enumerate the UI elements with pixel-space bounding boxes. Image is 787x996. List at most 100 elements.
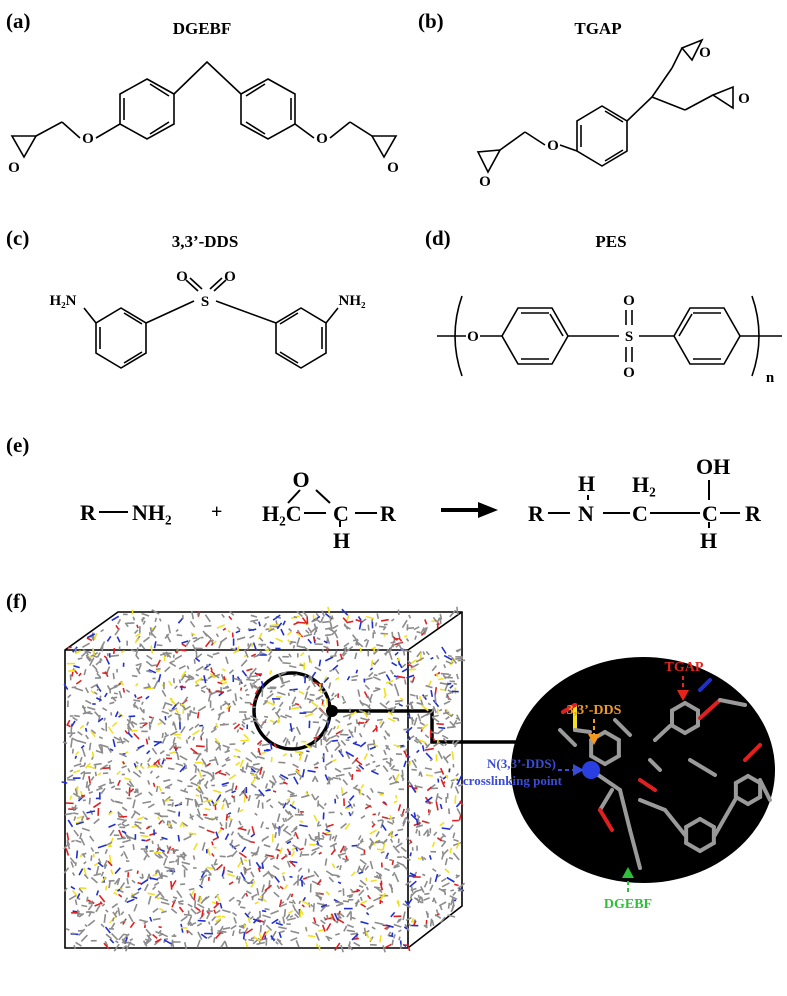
molecule-fragment	[444, 868, 450, 874]
molecule-fragment	[414, 635, 417, 640]
molecule-fragment	[380, 820, 385, 829]
molecule-fragment	[307, 638, 313, 644]
molecule-fragment	[239, 931, 245, 935]
molecule-fragment	[116, 636, 121, 643]
molecule-fragment	[205, 663, 210, 667]
molecule-fragment	[413, 897, 423, 904]
molecule-fragment	[244, 912, 250, 919]
molecule-fragment	[289, 722, 293, 732]
molecule-fragment	[449, 609, 457, 618]
molecule-fragment	[159, 932, 169, 938]
molecule-fragment	[273, 742, 278, 749]
molecule-fragment	[184, 675, 190, 679]
molecule-fragment	[457, 882, 466, 890]
inset-bond	[598, 808, 614, 832]
title-tgap: TGAP	[574, 19, 621, 38]
molecule-fragment	[459, 800, 464, 806]
molecule-fragment	[243, 858, 248, 862]
molecule-fragment	[74, 714, 80, 718]
molecule-fragment	[182, 852, 188, 857]
molecule-fragment	[85, 781, 89, 789]
molecule-fragment	[127, 732, 133, 738]
molecule-fragment	[454, 786, 460, 794]
molecule-fragment	[322, 620, 330, 624]
molecule-fragment	[268, 651, 273, 656]
molecule-fragment	[290, 937, 298, 942]
molecule-fragment	[228, 896, 235, 903]
dgebf-ring-left	[119, 78, 175, 140]
molecule-fragment	[345, 806, 350, 810]
molecule-fragment	[417, 894, 420, 899]
molecule-fragment	[349, 795, 355, 801]
molecule-fragment	[250, 783, 257, 789]
molecule-fragment	[231, 795, 235, 799]
molecule-fragment	[247, 829, 251, 835]
molecule-fragment	[343, 642, 350, 648]
molecule-fragment	[395, 795, 398, 799]
molecule-fragment	[447, 914, 456, 918]
molecule-fragment	[66, 719, 71, 726]
molecule-fragment	[113, 736, 121, 741]
molecule-fragment	[323, 802, 327, 807]
molecule-fragment	[145, 928, 152, 936]
molecule-fragment	[450, 781, 454, 789]
molecule-fragment	[387, 931, 392, 937]
molecule-fragment	[248, 938, 255, 942]
molecule-fragment	[178, 906, 184, 913]
molecule-fragment	[217, 930, 227, 933]
molecule-fragment	[355, 618, 364, 623]
molecule-fragment	[100, 727, 105, 731]
molecule-fragment	[265, 730, 271, 737]
molecule-fragment	[152, 886, 157, 891]
molecule-fragment	[292, 763, 299, 769]
molecule-fragment	[370, 787, 374, 793]
molecule-fragment	[402, 817, 407, 825]
molecule-fragment	[149, 627, 153, 636]
molecule-fragment	[153, 881, 160, 887]
molecule-fragment	[416, 694, 419, 700]
molecule-fragment	[140, 701, 144, 706]
molecule-fragment	[311, 671, 317, 678]
molecule-fragment	[66, 841, 71, 850]
molecule-fragment	[121, 823, 126, 827]
molecule-fragment	[241, 846, 247, 853]
molecule-fragment	[276, 622, 283, 630]
molecule-fragment	[222, 926, 231, 930]
rxn-plus: +	[211, 501, 222, 523]
molecule-fragment	[205, 868, 212, 875]
molecule-fragment	[262, 871, 270, 878]
molecule-fragment	[200, 685, 207, 690]
molecule-fragment	[308, 674, 313, 679]
molecule-fragment	[88, 742, 92, 751]
molecule-fragment	[317, 802, 325, 810]
molecule-fragment	[239, 696, 243, 700]
molecule-fragment	[200, 678, 208, 681]
inset-bond	[558, 728, 577, 747]
molecule-fragment	[394, 873, 400, 883]
molecule-fragment	[425, 910, 429, 918]
molecule-fragment	[298, 705, 303, 709]
molecule-fragment	[387, 707, 394, 711]
molecule-fragment	[416, 820, 419, 826]
molecule-fragment	[99, 785, 103, 790]
molecule-fragment	[424, 767, 432, 771]
molecule-fragment	[70, 861, 75, 868]
molecule-fragment	[360, 815, 366, 820]
molecule-fragment	[282, 817, 286, 823]
molecule-fragment	[282, 736, 287, 743]
molecule-fragment	[405, 836, 410, 841]
molecule-fragment	[82, 710, 91, 715]
molecule-fragment	[325, 828, 331, 832]
molecule-fragment	[377, 811, 381, 816]
molecule-fragment	[367, 704, 371, 708]
molecule-fragment	[321, 689, 327, 694]
molecule-fragment	[347, 620, 354, 624]
molecule-fragment	[221, 869, 225, 877]
molecule-fragment	[342, 700, 347, 705]
molecule-fragment	[109, 938, 115, 944]
molecule-fragment	[250, 751, 258, 759]
molecule-fragment	[140, 765, 145, 770]
molecule-fragment	[295, 769, 301, 776]
molecule-fragment	[236, 755, 241, 759]
zoom-inset	[511, 657, 775, 883]
